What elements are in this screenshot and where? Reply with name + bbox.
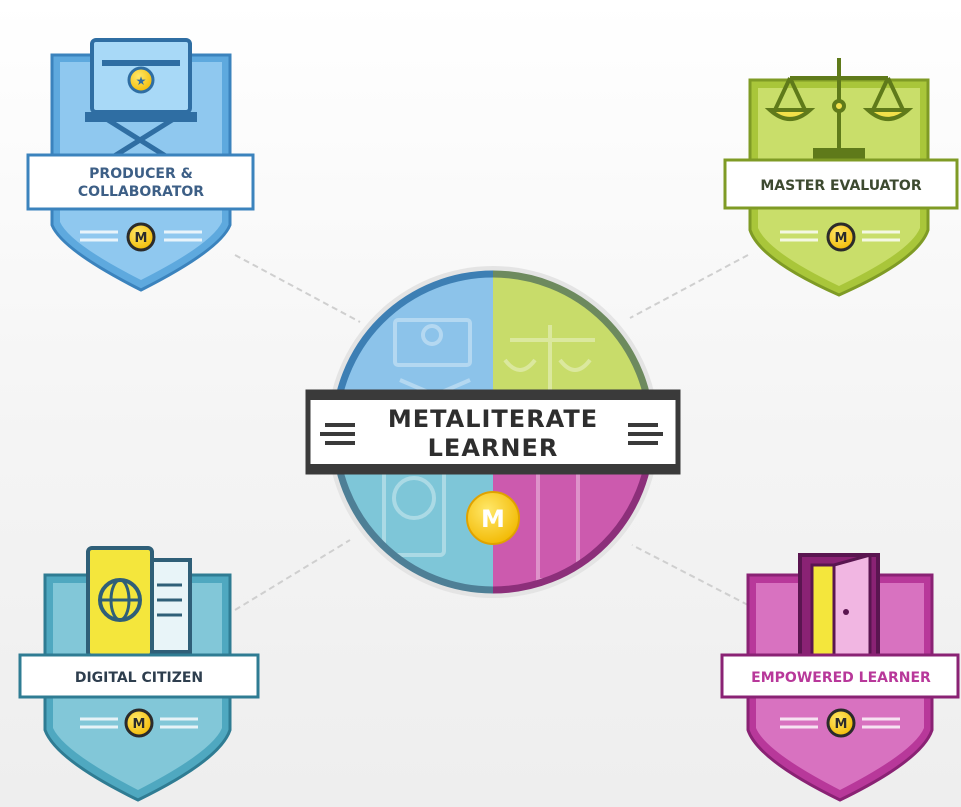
connector-line-citizen bbox=[234, 539, 351, 611]
evaluator-banner bbox=[723, 158, 959, 210]
learner-label: EMPOWERED LEARNER bbox=[751, 670, 931, 686]
badge-empowered-learner: EMPOWERED LEARNER M bbox=[720, 553, 960, 802]
banner-dash-right bbox=[628, 423, 663, 445]
citizen-seal bbox=[124, 708, 154, 738]
banner-dash-left bbox=[320, 423, 355, 445]
learner-seal-letter: M bbox=[835, 717, 848, 732]
evaluator-seal bbox=[826, 222, 856, 252]
learner-seal bbox=[826, 708, 856, 738]
scales-icon bbox=[764, 58, 914, 160]
svg-text:★: ★ bbox=[136, 74, 147, 88]
evaluator-label: MASTER EVALUATOR bbox=[760, 178, 921, 194]
producer-seal-letter: M bbox=[135, 231, 148, 246]
producer-label-line2: COLLABORATOR bbox=[78, 184, 204, 200]
badge-producer-collaborator: ★ PRODUCER & COLLABORATOR M bbox=[26, 38, 255, 292]
producer-label-line1: PRODUCER & bbox=[89, 166, 193, 182]
badge-master-evaluator: MASTER EVALUATOR M bbox=[723, 58, 959, 297]
learner-banner bbox=[720, 653, 960, 699]
evaluator-seal-letter: M bbox=[835, 231, 848, 246]
connector-line-learner bbox=[631, 544, 749, 606]
producer-seal bbox=[126, 222, 156, 252]
passport-icon bbox=[86, 546, 192, 658]
director-chair-icon: ★ bbox=[85, 38, 197, 168]
connector-lines bbox=[234, 254, 749, 611]
center-seal: M bbox=[466, 491, 520, 545]
badge-digital-citizen: DIGITAL CITIZEN M bbox=[18, 546, 260, 802]
citizen-seal-letter: M bbox=[133, 717, 146, 732]
center-seal-letter: M bbox=[481, 505, 505, 533]
center-title-line1: METALITERATE bbox=[388, 405, 598, 433]
star-seal-icon bbox=[127, 66, 155, 94]
center-title-line2: LEARNER bbox=[428, 434, 559, 462]
connector-line-producer bbox=[234, 254, 361, 323]
citizen-banner bbox=[18, 653, 260, 699]
center-badge: METALITERATE LEARNER M bbox=[305, 266, 681, 598]
center-banner: METALITERATE LEARNER bbox=[305, 389, 681, 475]
door-icon bbox=[798, 553, 880, 667]
connector-line-evaluator bbox=[629, 254, 749, 319]
producer-banner bbox=[26, 153, 255, 211]
citizen-label: DIGITAL CITIZEN bbox=[75, 670, 203, 686]
